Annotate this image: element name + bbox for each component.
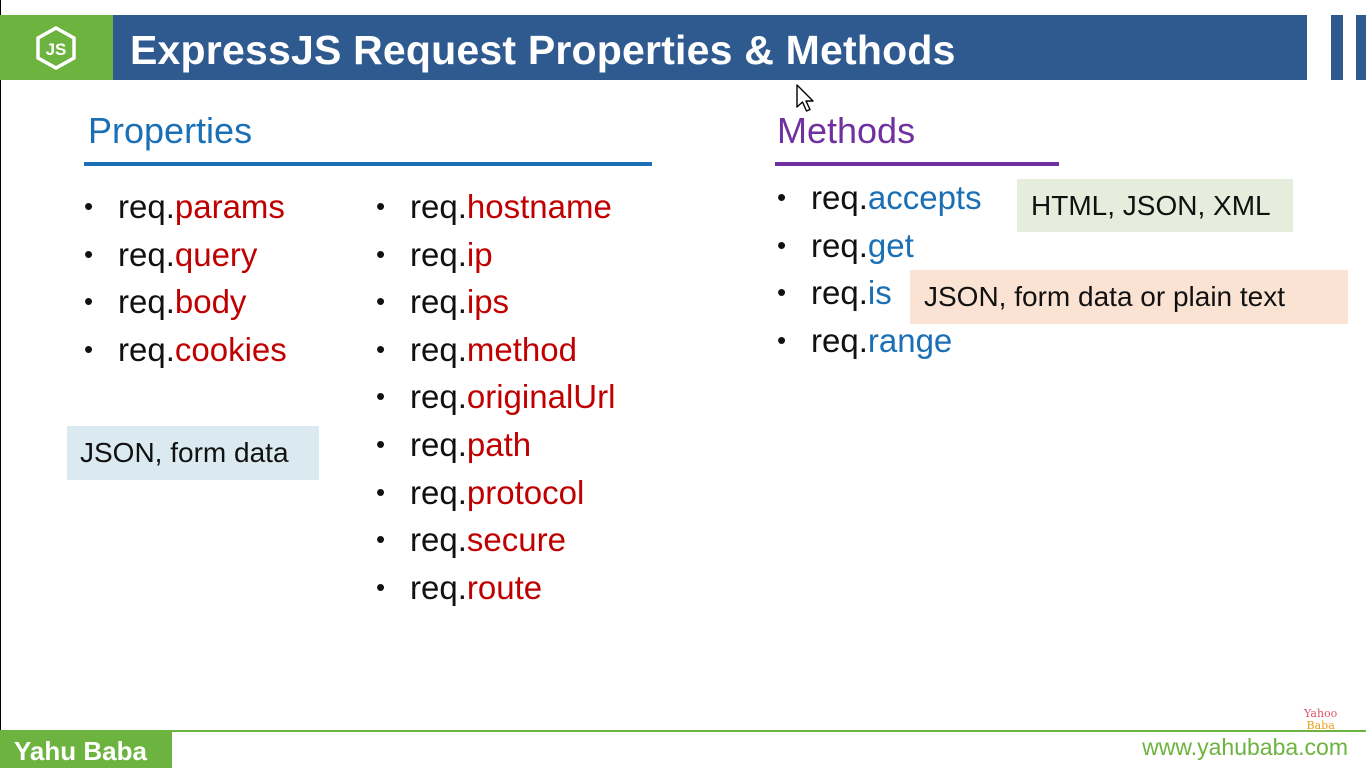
property-name: method — [466, 330, 577, 368]
bullet-icon: • — [376, 191, 386, 221]
list-item: • req.accepts — [777, 174, 982, 222]
logo-text: JS — [46, 40, 67, 59]
req-prefix: req. — [410, 330, 467, 368]
list-item: • req.range — [777, 317, 982, 365]
list-item: • req.ip — [376, 231, 615, 279]
bullet-icon: • — [84, 333, 94, 364]
req-prefix: req. — [118, 330, 175, 368]
req-prefix: req. — [410, 378, 467, 416]
properties-list-col1: •req.params •req.query •req.body •req.co… — [84, 183, 287, 374]
req-prefix: req. — [410, 283, 467, 321]
method-name: range — [867, 321, 953, 359]
bullet-icon: • — [376, 476, 386, 507]
list-item: • req.route — [376, 564, 615, 612]
bullet-icon: • — [376, 571, 386, 602]
slide-title: ExpressJS Request Properties & Methods — [130, 27, 956, 73]
bullet-icon: • — [777, 277, 787, 308]
req-prefix: req. — [410, 568, 467, 606]
body-note-box: JSON, form data — [67, 426, 319, 480]
property-name: cookies — [174, 330, 287, 368]
footer-divider — [0, 730, 1366, 732]
bullet-icon: • — [376, 428, 386, 459]
req-prefix: req. — [410, 425, 467, 463]
website-url: www.yahubaba.com — [1142, 734, 1348, 760]
watermark-logo: Yahoo Baba — [1304, 708, 1337, 732]
methods-underline — [775, 162, 1059, 166]
property-name: params — [174, 188, 285, 225]
req-prefix: req. — [118, 283, 175, 321]
bullet-icon: • — [376, 286, 386, 317]
methods-list: •req.accepts •req.get •req.is •req.range — [777, 174, 982, 365]
property-name: route — [466, 568, 543, 606]
properties-list-col2: •req.hostname •req.ip •req.ips •req.meth… — [376, 183, 616, 612]
property-name: body — [174, 283, 247, 321]
bullet-icon: • — [376, 524, 386, 555]
bullet-icon: • — [777, 182, 787, 212]
bullet-icon: • — [777, 229, 787, 260]
property-name: query — [174, 235, 258, 273]
nodejs-logo-icon: JS — [34, 25, 78, 71]
properties-underline — [84, 162, 652, 166]
list-item: • req.hostname — [376, 183, 615, 231]
list-item: • req.path — [376, 421, 615, 469]
req-prefix: req. — [410, 521, 467, 559]
properties-heading: Properties — [88, 110, 253, 151]
methods-heading: Methods — [777, 110, 916, 151]
req-prefix: req. — [410, 473, 467, 511]
property-name: path — [466, 425, 532, 463]
list-item: • req.protocol — [376, 469, 615, 517]
method-name: get — [867, 226, 914, 264]
list-item: • req.get — [777, 222, 982, 270]
is-note-box: JSON, form data or plain text — [910, 270, 1348, 324]
header-bar — [113, 15, 1307, 80]
property-name: originalUrl — [466, 378, 616, 416]
list-item: • req.method — [376, 326, 615, 374]
req-prefix: req. — [410, 235, 467, 273]
req-prefix: req. — [811, 226, 868, 264]
req-prefix: req. — [811, 179, 868, 216]
bullet-icon: • — [376, 381, 386, 412]
req-prefix: req. — [811, 274, 868, 312]
list-item: • req.originalUrl — [376, 373, 616, 421]
bullet-icon: • — [376, 238, 386, 269]
channel-badge: Yahu Baba — [0, 732, 172, 768]
bullet-icon: • — [84, 238, 94, 269]
bullet-icon: • — [777, 324, 787, 355]
bullet-icon: • — [84, 191, 94, 221]
bullet-icon: • — [84, 286, 94, 317]
watermark-line: Baba — [1306, 719, 1335, 732]
property-name: ips — [466, 283, 510, 321]
req-prefix: req. — [811, 321, 868, 359]
bullet-icon: • — [376, 333, 386, 364]
req-prefix: req. — [118, 188, 175, 225]
list-item: • req.body — [84, 278, 287, 326]
property-name: hostname — [466, 188, 612, 225]
property-name: ip — [466, 235, 493, 273]
header-accent-bar — [1331, 15, 1343, 80]
watermark-line: Yahoo — [1304, 707, 1338, 720]
req-prefix: req. — [410, 188, 467, 225]
list-item: • req.params — [84, 183, 287, 231]
property-name: secure — [466, 521, 566, 559]
list-item: • req.is — [777, 269, 982, 317]
left-edge-border — [0, 0, 1, 768]
mouse-cursor-icon — [796, 84, 816, 119]
list-item: • req.query — [84, 231, 287, 279]
header-accent-bar — [1356, 15, 1366, 80]
method-name: accepts — [867, 179, 982, 216]
list-item: • req.secure — [376, 516, 615, 564]
method-name: is — [867, 274, 892, 312]
list-item: • req.cookies — [84, 326, 287, 374]
req-prefix: req. — [118, 235, 175, 273]
accepts-note-box: HTML, JSON, XML — [1017, 179, 1293, 232]
list-item: • req.ips — [376, 278, 615, 326]
property-name: protocol — [466, 473, 585, 511]
